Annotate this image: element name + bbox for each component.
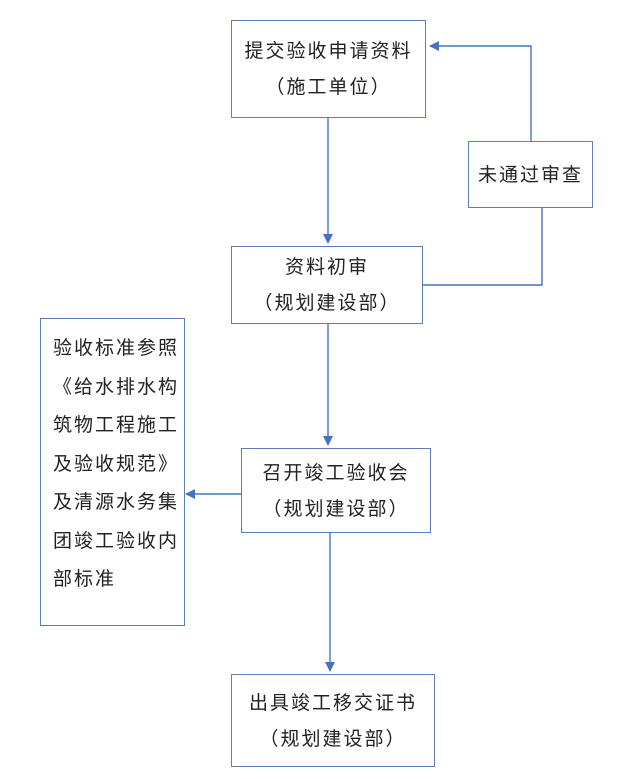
standards-line: 团竣工验收内 [53,529,180,552]
handover-certificate-party: （规划建设部） [259,727,407,750]
submit-application-title: 提交验收申请资料 [244,40,413,62]
standards-line: 及验收规范》 [53,452,180,475]
standards-line: 《给水排水构 [53,375,180,398]
rejected-label: 未通过审查 [477,163,583,186]
standards-line: 筑物工程施工 [53,414,180,436]
handover-certificate-box: 出具竣工移交证书 （规划建设部） [231,674,435,767]
handover-certificate-title: 出具竣工移交证书 [248,691,417,714]
acceptance-meeting-party: （规划建设部） [262,497,410,520]
submit-application-box: 提交验收申请资料 （施工单位） [231,20,426,118]
standards-line: 部标准 [53,568,117,590]
preliminary-review-party: （规划建设部） [253,292,401,314]
preliminary-review-title: 资料初审 [284,256,369,278]
standards-line: 及清源水务集 [53,491,180,513]
connector-review-to-rejected [423,208,543,286]
acceptance-standards-box: 验收标准参照 《给水排水构 筑物工程施工 及验收规范》 及清源水务集 团竣工验收… [40,318,185,626]
acceptance-meeting-title: 召开竣工验收会 [262,461,410,484]
standards-line: 验收标准参照 [53,337,180,359]
rejected-box: 未通过审查 [468,141,593,208]
preliminary-review-box: 资料初审 （规划建设部） [231,246,423,324]
submit-application-party: （施工单位） [265,76,392,98]
acceptance-meeting-box: 召开竣工验收会 （规划建设部） [241,448,431,533]
arrow-rejected-to-submit [429,41,532,141]
